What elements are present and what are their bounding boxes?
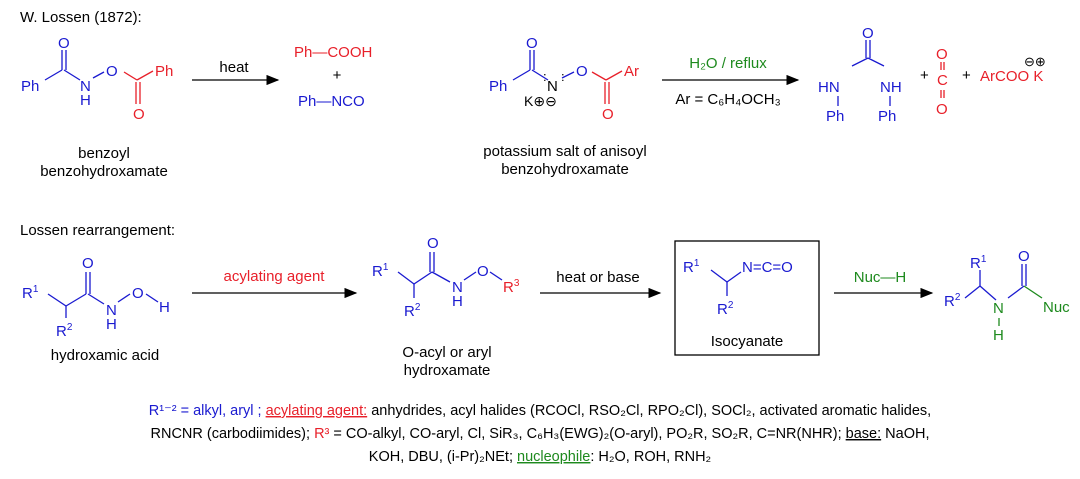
section1-title: W. Lossen (1872): bbox=[20, 9, 142, 26]
svg-text:N: N bbox=[993, 300, 1004, 317]
charge-symbols: ⊖⊕ bbox=[1024, 54, 1046, 69]
svg-text:H: H bbox=[452, 293, 463, 310]
byproduct-arcook: ArCOO K bbox=[980, 68, 1043, 85]
svg-text:O: O bbox=[862, 25, 874, 42]
caption-potassium-salt: potassium salt of anisoyl bbox=[483, 143, 646, 160]
isocyanate-box bbox=[674, 240, 820, 356]
svg-text:N: N bbox=[106, 302, 117, 319]
svg-text:O: O bbox=[1018, 248, 1030, 265]
svg-text:O: O bbox=[576, 63, 588, 80]
plus-sign: + bbox=[333, 67, 342, 84]
svg-text:NH: NH bbox=[880, 79, 902, 96]
svg-text:O: O bbox=[58, 35, 70, 52]
svg-text:O: O bbox=[602, 106, 614, 123]
o-acyl-hydroxamate-structure bbox=[397, 252, 503, 298]
product-structure bbox=[964, 264, 1043, 326]
svg-text:O: O bbox=[427, 235, 439, 252]
diphenylurea-structure bbox=[837, 40, 891, 106]
svg-text:N: N bbox=[80, 78, 91, 95]
svg-text:O: O bbox=[133, 106, 145, 123]
svg-text:R3: R3 bbox=[503, 278, 520, 296]
reagent-nuc-h: Nuc—H bbox=[854, 269, 907, 286]
caption-anisoyl-benzohydroxamate: benzohydroxamate bbox=[501, 161, 629, 178]
svg-text:+: + bbox=[962, 67, 971, 84]
svg-text:O: O bbox=[477, 263, 489, 280]
isocyanate-structure bbox=[710, 269, 742, 296]
reagent-heat: heat bbox=[219, 59, 249, 76]
footnote-line3: KOH, DBU, (i-Pr)₂NEt; nucleophile: H₂O, … bbox=[369, 449, 711, 465]
svg-text:O: O bbox=[132, 285, 144, 302]
svg-text:R1: R1 bbox=[683, 258, 700, 276]
svg-text:O: O bbox=[106, 63, 118, 80]
svg-text:O: O bbox=[82, 255, 94, 272]
isocyanate-group: N=C=O bbox=[742, 259, 793, 276]
svg-text:H: H bbox=[159, 299, 170, 316]
svg-text:K⊕⊖: K⊕⊖ bbox=[524, 93, 557, 109]
reagent-ar-definition: Ar = C₆H₄OCH₃ bbox=[675, 91, 780, 108]
svg-text:R1: R1 bbox=[372, 262, 389, 280]
label-isocyanate: Isocyanate bbox=[711, 333, 784, 350]
svg-text:R2: R2 bbox=[717, 300, 734, 318]
product-benzoic-acid: Ph—COOH bbox=[294, 44, 372, 61]
svg-text:R2: R2 bbox=[56, 322, 73, 340]
caption-benzohydroxamate: benzohydroxamate bbox=[40, 163, 168, 180]
svg-text:R1: R1 bbox=[22, 284, 39, 302]
svg-text:HN: HN bbox=[818, 79, 840, 96]
svg-text:Ph: Ph bbox=[878, 108, 896, 125]
svg-text:R2: R2 bbox=[944, 292, 961, 310]
label-o-acyl-line1: O-acyl or aryl bbox=[402, 344, 491, 361]
potassium-salt-structure bbox=[512, 50, 623, 104]
svg-text:Ph: Ph bbox=[489, 78, 507, 95]
label-hydroxamic-acid: hydroxamic acid bbox=[51, 347, 159, 364]
svg-text:O: O bbox=[526, 35, 538, 52]
svg-text:H: H bbox=[993, 327, 1004, 344]
svg-text:O: O bbox=[936, 46, 948, 63]
svg-text::: : bbox=[561, 69, 565, 84]
svg-text:Ph: Ph bbox=[21, 78, 39, 95]
svg-text:N: N bbox=[452, 279, 463, 296]
product-phenyl-isocyanate: Ph—NCO bbox=[298, 93, 365, 110]
svg-text:C: C bbox=[937, 72, 948, 89]
svg-text::: : bbox=[543, 69, 547, 84]
svg-text:N: N bbox=[547, 78, 558, 95]
reagent-heat-or-base: heat or base bbox=[556, 269, 639, 286]
footnote-line2: RNCNR (carbodiimides); R³ = CO-alkyl, CO… bbox=[151, 426, 930, 442]
svg-text:Ph: Ph bbox=[155, 63, 173, 80]
label-hydroxamate-line2: hydroxamate bbox=[404, 362, 491, 379]
carbon-dioxide-structure bbox=[940, 62, 945, 98]
benzoyl-benzohydroxamate-structure bbox=[44, 50, 154, 104]
svg-text:H: H bbox=[80, 92, 91, 109]
svg-text:+: + bbox=[920, 67, 929, 84]
footnote-line1: R¹⁻² = alkyl, aryl ; acylating agent: an… bbox=[149, 403, 931, 419]
caption-benzoyl: benzoyl bbox=[78, 145, 130, 162]
section2-title: Lossen rearrangement: bbox=[20, 222, 175, 239]
reagent-acylating-agent: acylating agent bbox=[224, 268, 326, 285]
svg-text:R2: R2 bbox=[404, 302, 421, 320]
reagent-water-reflux: H₂O / reflux bbox=[689, 55, 767, 72]
svg-text:H: H bbox=[106, 316, 117, 333]
svg-text:Ph: Ph bbox=[826, 108, 844, 125]
svg-text:Ar: Ar bbox=[624, 63, 639, 80]
svg-text:O: O bbox=[936, 101, 948, 118]
svg-text:R1: R1 bbox=[970, 254, 987, 272]
svg-text:Nuc: Nuc bbox=[1043, 299, 1070, 316]
hydroxamic-acid-structure bbox=[47, 272, 159, 318]
